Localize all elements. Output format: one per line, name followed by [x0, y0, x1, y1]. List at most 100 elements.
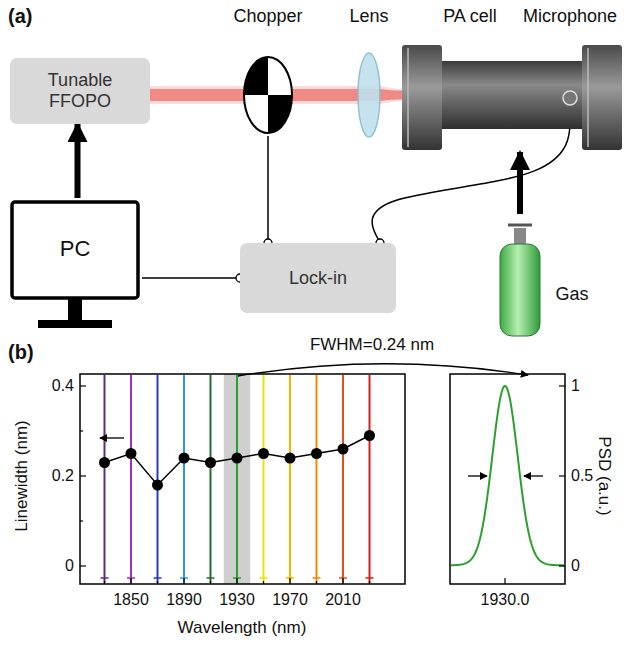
- x-tick: [342, 578, 343, 584]
- spectrum-line: [289, 375, 291, 583]
- data-point: [126, 448, 137, 459]
- x-tick: [104, 581, 105, 584]
- spectrum-base-mark: [313, 577, 321, 579]
- box-node: Tunable FFOPO: [10, 58, 150, 124]
- spectrum-base-mark: [366, 577, 374, 579]
- x-tick: [210, 581, 211, 584]
- data-point: [205, 457, 216, 468]
- flow-arrow: [75, 124, 81, 198]
- x-tick: [504, 578, 505, 584]
- y-tick: [80, 565, 86, 566]
- spectrum-base-mark: [260, 577, 268, 579]
- spectrum-line: [236, 375, 238, 583]
- x-tick: [130, 578, 131, 584]
- tick-label: 0: [571, 557, 580, 575]
- cell-flange: [582, 45, 622, 150]
- cell-node: PA cellMicrophone: [402, 6, 622, 152]
- data-point: [258, 448, 269, 459]
- data-point: [364, 430, 375, 441]
- monitor-stand: [68, 299, 82, 321]
- spectrum-line: [342, 375, 344, 583]
- fwhm-arrow: [468, 475, 487, 476]
- y-tick: [80, 520, 83, 521]
- node-label: Tunable FFOPO: [30, 70, 130, 111]
- data-point: [338, 444, 349, 455]
- psd-curve: [451, 386, 564, 565]
- spectrum-line: [157, 375, 159, 583]
- monitor-base: [38, 320, 112, 328]
- tick-label: 2010: [325, 591, 361, 609]
- axis-title: Linewidth (nm): [13, 420, 32, 532]
- panel-label: (a): [8, 5, 32, 27]
- spectrum-base-mark: [101, 577, 109, 579]
- plot-frame: [80, 374, 405, 584]
- microphone-symbol: [563, 91, 577, 105]
- data-point: [232, 453, 243, 464]
- x-tick: [183, 578, 184, 584]
- highlight-band: [224, 374, 251, 584]
- cell-flange: [402, 45, 442, 150]
- spectrum-line: [130, 375, 132, 583]
- spectrum-line: [183, 375, 185, 583]
- node-label: PC: [8, 236, 142, 261]
- gas-valve: [514, 228, 526, 246]
- spectrum-line: [369, 375, 371, 583]
- tick-label: 1930.0: [481, 591, 530, 609]
- node-label: Lens: [339, 6, 399, 27]
- x-tick: [316, 581, 317, 584]
- spectrum-base-mark: [154, 577, 162, 579]
- node-label: Gas: [550, 284, 594, 305]
- chopper-disk: [244, 57, 292, 133]
- spectrum-line: [104, 375, 106, 583]
- fwhm-arrow: [524, 475, 543, 476]
- laser-beam-segment: [150, 89, 233, 101]
- chopper-blade: [268, 95, 292, 133]
- spectrum-line: [210, 375, 212, 583]
- tick-label: 1970: [272, 591, 308, 609]
- flange-rim: [407, 48, 409, 147]
- data-point: [285, 453, 296, 464]
- x-tick: [289, 578, 290, 584]
- x-tick: [157, 581, 158, 584]
- lens-shape: [346, 6, 392, 140]
- gas-shape: [488, 214, 600, 338]
- linewidth-line: [105, 436, 370, 486]
- gas-node: Gas: [488, 214, 600, 338]
- mic-node: Microphone: [520, 6, 620, 110]
- laser-beam-segment: [303, 89, 346, 101]
- spectrum-line: [263, 375, 265, 583]
- x-tick: [236, 578, 237, 584]
- node-label: Microphone: [520, 6, 620, 27]
- axis-title: PSD (a.u.): [595, 436, 614, 515]
- y-tick: [559, 475, 565, 476]
- data-point: [311, 448, 322, 459]
- y-tick: [559, 565, 565, 566]
- tick-label: 0.4: [52, 377, 74, 395]
- inset-frame: [450, 374, 565, 584]
- tick-label: 0: [65, 557, 74, 575]
- tick-label: 1930: [219, 591, 255, 609]
- tick-label: 0.2: [52, 467, 74, 485]
- chopper-node: Chopper: [233, 6, 303, 136]
- x-tick: [263, 581, 264, 584]
- tick-label: 1890: [166, 591, 202, 609]
- node-label: Lock-in: [289, 268, 347, 289]
- lens-node: Lens: [346, 6, 392, 140]
- flange-rim: [587, 48, 589, 147]
- node-label: Chopper: [233, 6, 303, 27]
- annotation: FWHM=0.24 nm: [310, 336, 434, 355]
- axis-title: Wavelength (nm): [178, 619, 307, 638]
- y-tick: [80, 385, 86, 386]
- tick-label: 1: [571, 377, 580, 395]
- panel-label: (b): [8, 341, 34, 363]
- signal-wire: [267, 136, 269, 243]
- data-point: [179, 453, 190, 464]
- valve-handle: [508, 224, 532, 227]
- gas-cylinder: [500, 244, 540, 336]
- chart-group: [80, 364, 565, 584]
- x-tick: [369, 581, 370, 584]
- flow-arrow: [517, 152, 523, 214]
- data-point: [99, 457, 110, 468]
- cell-tube: [440, 61, 584, 129]
- axis-pointer-arrow: [100, 437, 124, 438]
